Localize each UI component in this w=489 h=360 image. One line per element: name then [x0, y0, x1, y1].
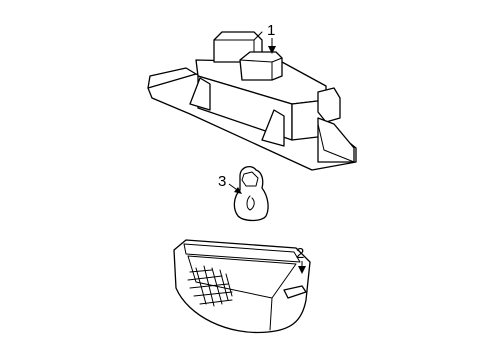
callout-1-arrow — [268, 46, 276, 54]
lens-grid-pattern — [187, 265, 233, 307]
callout-2: 2 — [296, 245, 306, 274]
bulb-filament — [246, 195, 255, 211]
part-3-bulb — [233, 165, 269, 222]
rear-block — [317, 87, 341, 123]
lens-front-edge — [269, 297, 273, 331]
callout-3: 3 — [218, 173, 242, 194]
middle-gusset — [261, 109, 285, 147]
callout-2-arrow — [298, 266, 306, 274]
right-end-tab — [317, 117, 355, 163]
bulb-base — [241, 171, 259, 187]
callout-2-label: 2 — [296, 245, 304, 262]
callout-1-label: 1 — [267, 22, 275, 39]
right-tab-crease — [317, 123, 355, 163]
lens-rim — [183, 243, 301, 263]
callout-3-label: 3 — [218, 173, 226, 190]
left-gusset — [189, 77, 211, 111]
part-1-lamp-housing — [147, 31, 357, 171]
callout-1: 1 — [267, 22, 276, 54]
connector-block-front — [239, 51, 283, 81]
callout-3-arrow — [234, 187, 242, 194]
lens-clip — [283, 285, 307, 299]
lens-shell — [173, 239, 311, 334]
bulb-glass — [233, 165, 269, 222]
part-2-lens — [173, 239, 311, 334]
